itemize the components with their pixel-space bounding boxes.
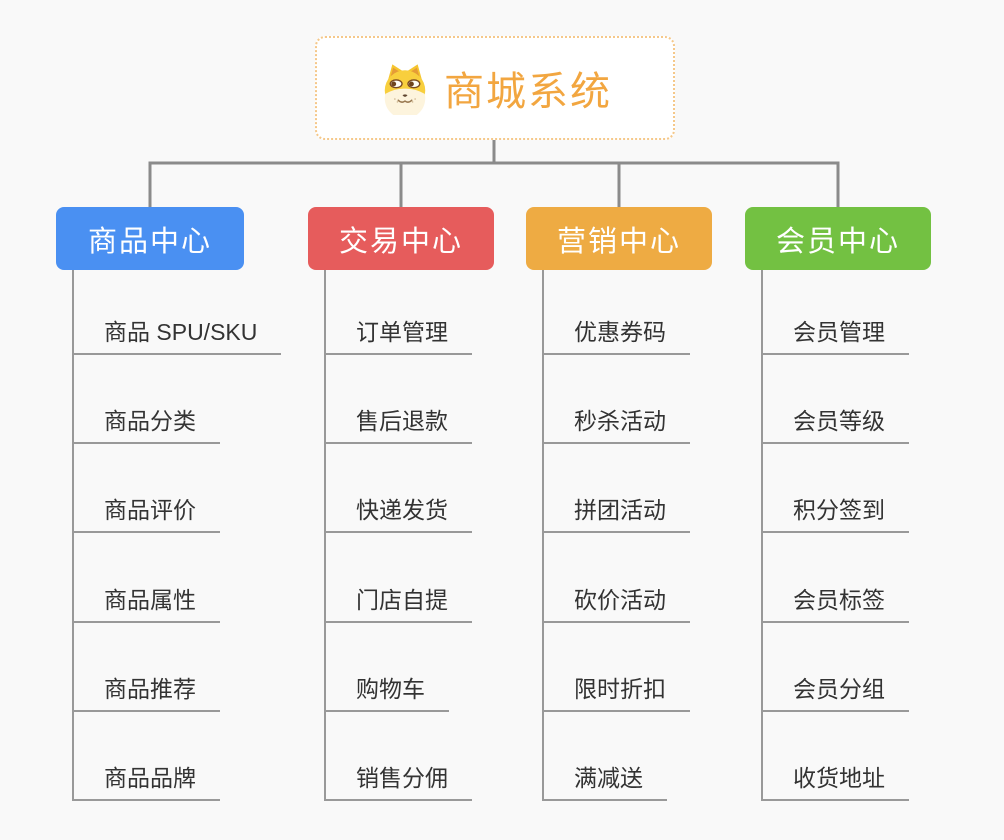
branch-trunk-line bbox=[72, 270, 74, 801]
leaf-node[interactable]: 门店自提 bbox=[324, 583, 472, 623]
leaf-node[interactable]: 会员管理 bbox=[761, 315, 909, 355]
branch-node-1[interactable]: 交易中心 bbox=[308, 207, 494, 270]
branch-node-2[interactable]: 营销中心 bbox=[526, 207, 712, 270]
branch-node-0[interactable]: 商品中心 bbox=[56, 207, 244, 270]
leaf-node[interactable]: 收货地址 bbox=[761, 761, 909, 801]
leaf-node[interactable]: 订单管理 bbox=[324, 315, 472, 355]
leaf-node[interactable]: 商品品牌 bbox=[72, 761, 220, 801]
leaf-node[interactable]: 砍价活动 bbox=[542, 583, 690, 623]
leaf-node[interactable]: 积分签到 bbox=[761, 493, 909, 533]
branch-node-3[interactable]: 会员中心 bbox=[745, 207, 931, 270]
leaf-node[interactable]: 购物车 bbox=[324, 672, 449, 712]
leaf-node[interactable]: 秒杀活动 bbox=[542, 404, 690, 444]
leaf-node[interactable]: 商品推荐 bbox=[72, 672, 220, 712]
doge-icon bbox=[384, 64, 426, 115]
root-title: 商城系统 bbox=[444, 70, 612, 114]
branch-trunk-line bbox=[542, 270, 544, 801]
leaf-node[interactable]: 销售分佣 bbox=[324, 761, 472, 801]
leaf-node[interactable]: 商品评价 bbox=[72, 493, 220, 533]
leaf-node[interactable]: 限时折扣 bbox=[542, 672, 690, 712]
leaf-node[interactable]: 拼团活动 bbox=[542, 493, 690, 533]
leaf-node[interactable]: 快递发货 bbox=[324, 493, 472, 533]
branch-trunk-line bbox=[324, 270, 326, 801]
leaf-node[interactable]: 满减送 bbox=[542, 761, 667, 801]
leaf-node[interactable]: 会员等级 bbox=[761, 404, 909, 444]
leaf-node[interactable]: 会员标签 bbox=[761, 583, 909, 623]
branch-trunk-line bbox=[761, 270, 763, 801]
leaf-node[interactable]: 售后退款 bbox=[324, 404, 472, 444]
leaf-node[interactable]: 商品 SPU/SKU bbox=[72, 315, 282, 355]
root-node[interactable]: 商城系统 bbox=[315, 36, 675, 140]
leaf-node[interactable]: 优惠券码 bbox=[542, 315, 690, 355]
leaf-node[interactable]: 会员分组 bbox=[761, 672, 909, 712]
leaf-node[interactable]: 商品属性 bbox=[72, 583, 220, 623]
leaf-node[interactable]: 商品分类 bbox=[72, 404, 220, 444]
